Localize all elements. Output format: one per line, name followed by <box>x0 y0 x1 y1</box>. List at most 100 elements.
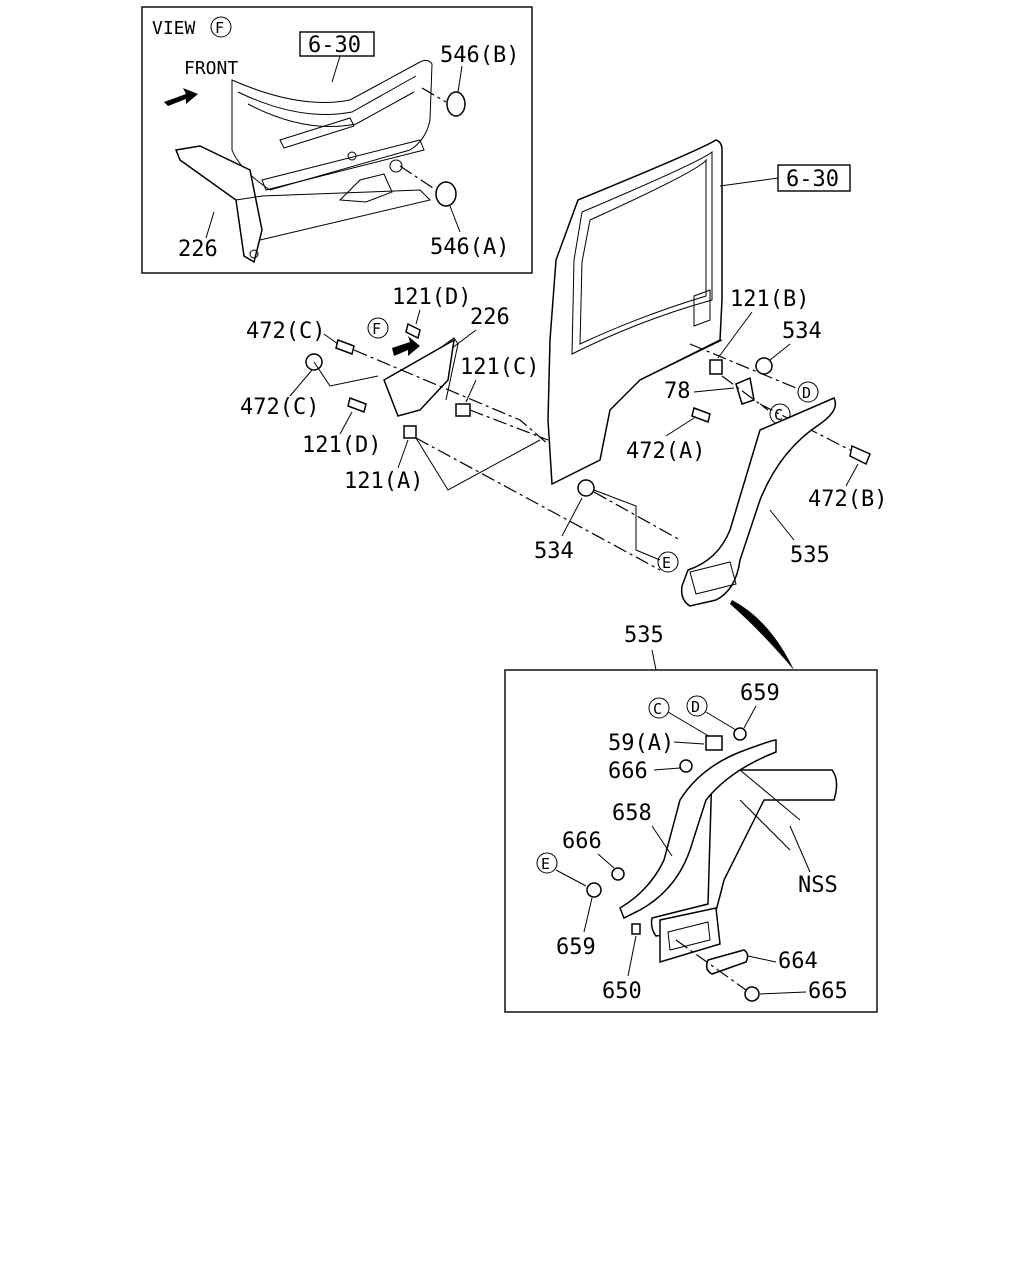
front-label: FRONT <box>184 58 238 79</box>
label-121c: 121(C) <box>460 355 539 380</box>
detail-frame <box>504 669 878 1013</box>
leader-546b <box>457 65 463 93</box>
door-inner-outline <box>231 59 433 191</box>
detail-535-inset: 535 658 C D 659 59(A) 666 <box>504 623 878 1013</box>
leader-226-view <box>205 211 215 239</box>
fender-recess-detail <box>667 921 711 951</box>
axis-546b <box>421 87 447 103</box>
clip-650: 650 <box>602 923 642 1004</box>
label-226-view: 226 <box>178 237 218 262</box>
bracket-flange <box>439 337 459 401</box>
bolt-121d-top: 121(D) <box>392 285 471 340</box>
label-472b: 472(B) <box>808 487 887 512</box>
door-lower-rib <box>261 139 425 191</box>
detail-pointer-icon <box>730 600 794 670</box>
axis-665 <box>675 939 747 991</box>
ref-leader-view <box>331 55 341 83</box>
detail-callout-c: C <box>653 700 662 718</box>
label-226: 226 <box>470 305 510 330</box>
door-inner-line-1 <box>237 75 417 115</box>
nut-59a: 59(A) <box>608 731 723 756</box>
label-472c-bottom: 472(C) <box>240 395 319 420</box>
axis-121a-fender <box>415 437 661 571</box>
door-lower-edge <box>639 339 723 381</box>
fender-reflector-recess <box>689 561 737 595</box>
axis-d <box>689 343 797 389</box>
label-121d-top: 121(D) <box>392 285 471 310</box>
fender-strut-1 <box>739 769 801 821</box>
label-59a: 59(A) <box>608 731 674 756</box>
bolt-121d-bottom: 121(D) <box>302 397 381 458</box>
detail-callout-e: E <box>541 855 550 873</box>
door-inner-line-2 <box>247 91 415 127</box>
detail-title-leader <box>651 649 657 671</box>
screw-659-bottom: 659 <box>556 882 602 960</box>
door-mirror-mount <box>693 289 711 327</box>
label-78: 78 <box>664 379 691 404</box>
clip-121c: 121(C) <box>455 355 539 417</box>
label-650: 650 <box>602 979 642 1004</box>
detail-leader-d <box>705 711 737 731</box>
detail-callout-d-circle <box>686 695 708 717</box>
axis-534-fender <box>593 491 681 541</box>
detail-leader-c <box>667 711 713 739</box>
door-window-inner <box>579 158 707 345</box>
clip-121a: 121(A) <box>344 425 423 494</box>
grommet-546b-icon <box>446 91 466 117</box>
step-bracket-edge <box>235 189 431 241</box>
grommet-546a-icon <box>435 181 457 207</box>
bolt-534-bottom: 534 <box>534 479 595 564</box>
label-659-top: 659 <box>740 681 780 706</box>
step-bracket-226-view <box>174 145 263 264</box>
bracket-78: 78 <box>664 376 755 405</box>
label-534-bottom: 534 <box>534 539 574 564</box>
label-546b: 546(B) <box>440 43 519 68</box>
label-121d-bottom: 121(D) <box>302 433 381 458</box>
label-472c-top: 472(C) <box>246 319 325 344</box>
label-535: 535 <box>790 543 830 568</box>
screw-659-top: 659 <box>733 681 780 741</box>
screw-666-mid: 666 <box>562 829 625 881</box>
label-666-top: 666 <box>608 759 648 784</box>
mudguard-strip-658 <box>619 739 777 920</box>
cab-door-outline <box>547 139 723 486</box>
ref-label-view: 6-30 <box>308 33 361 58</box>
axis-546a <box>399 165 437 191</box>
bolt-472a: 472(A) <box>626 407 711 464</box>
label-659-bottom: 659 <box>556 935 596 960</box>
bolt-472c-bottom: 472(C) <box>240 353 323 420</box>
view-letter: F <box>215 19 224 37</box>
label-665: 665 <box>808 979 848 1004</box>
label-121a: 121(A) <box>344 469 423 494</box>
view-f-arrow-icon <box>392 336 420 356</box>
view-f-frame <box>141 6 533 274</box>
screw-666-top: 666 <box>608 759 693 784</box>
label-546a: 546(A) <box>430 235 509 260</box>
detail-title: 535 <box>624 623 664 648</box>
leader-nss <box>789 825 811 873</box>
callout-d: D <box>802 384 811 402</box>
reflector-664: 664 <box>705 949 818 975</box>
detail-leader-e <box>555 869 587 887</box>
label-534-top: 534 <box>782 319 822 344</box>
callout-e-circle <box>657 551 679 573</box>
view-letter-main: F <box>372 320 381 338</box>
label-664: 664 <box>778 949 818 974</box>
main-assembly: 6-30 F 226 121(D) 472(C) 472(C) 121(D) <box>240 139 887 670</box>
view-title: VIEW <box>152 18 196 39</box>
detail-callout-e-circle <box>536 852 558 874</box>
bracket-bolt-hole <box>249 249 259 259</box>
bolt-534-top: 534 <box>755 319 822 375</box>
leader-546a <box>449 205 461 233</box>
view-f-inset: VIEW F FRONT 6-30 226 546(B) 546(A) <box>141 6 533 274</box>
clip-121b: 121(B) <box>709 287 809 375</box>
rear-fender-535 <box>680 397 837 607</box>
axis-121c-door <box>469 409 549 441</box>
link-121a <box>415 437 541 491</box>
view-letter-circle-main <box>367 317 389 339</box>
screw-665: 665 <box>744 979 848 1004</box>
ref-leader-main <box>719 177 779 187</box>
view-letter-circle <box>210 16 232 38</box>
